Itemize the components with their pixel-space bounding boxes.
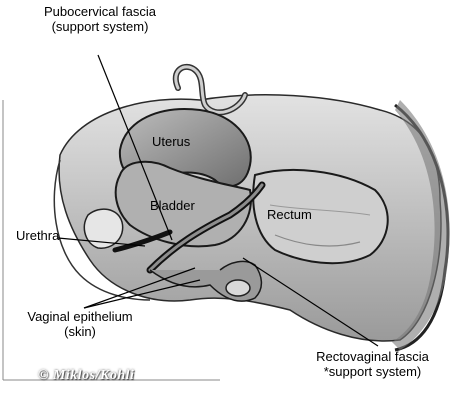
label-rectum: Rectum (267, 207, 312, 222)
label-vaginal-epithelium: Vaginal epithelium (skin) (10, 309, 150, 339)
label-pubocervical-fascia: Pubocervical fascia (support system) (20, 4, 180, 34)
artist-signature: © Miklos/Kohli (38, 368, 134, 384)
label-rectovaginal-line2: *support system) (290, 364, 455, 379)
label-uterus: Uterus (152, 134, 190, 149)
anal-opening (226, 280, 250, 296)
label-pubocervical-line2: (support system) (20, 19, 180, 34)
label-bladder: Bladder (150, 198, 195, 213)
label-rectovaginal-line1: Rectovaginal fascia (290, 349, 455, 364)
label-vaginal-line1: Vaginal epithelium (10, 309, 150, 324)
label-pubocervical-line1: Pubocervical fascia (20, 4, 180, 19)
label-urethra: Urethra (16, 228, 59, 243)
label-rectovaginal-fascia: Rectovaginal fascia *support system) (290, 349, 455, 379)
label-vaginal-line2: (skin) (10, 324, 150, 339)
